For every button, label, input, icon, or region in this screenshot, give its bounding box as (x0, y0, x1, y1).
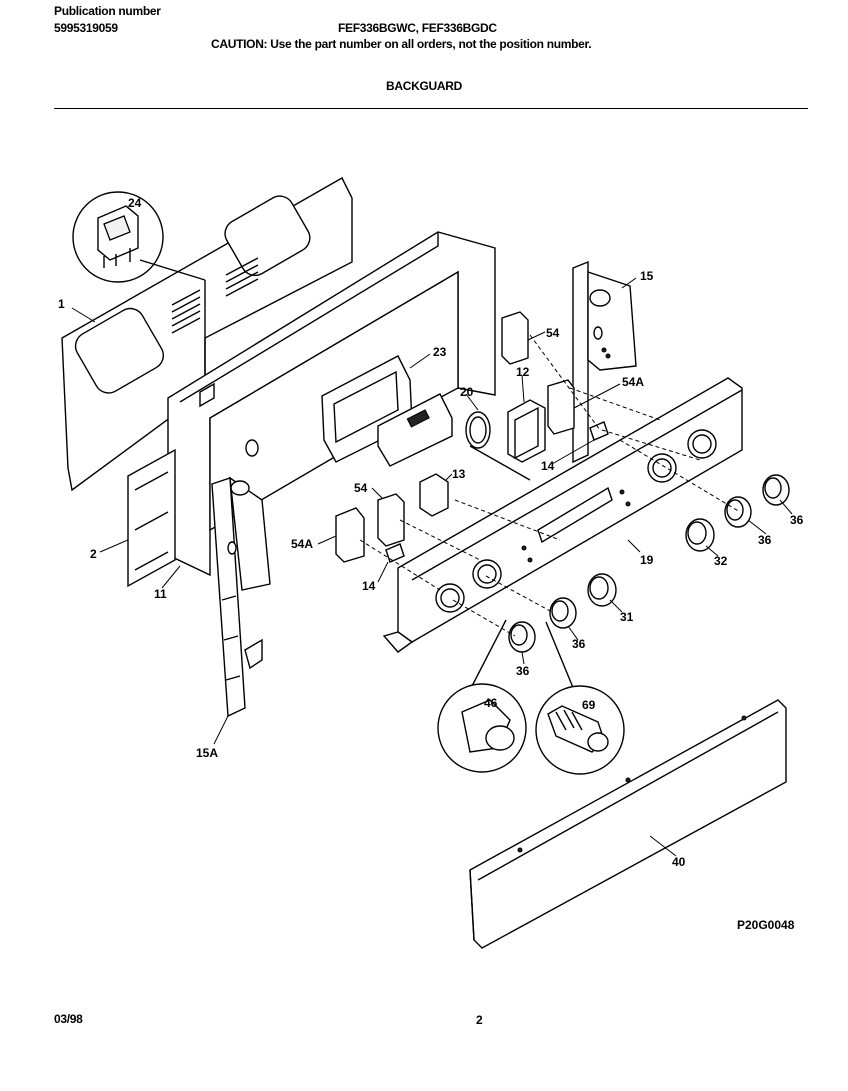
section-title: BACKGUARD (386, 79, 462, 93)
callout-69: 69 (582, 698, 596, 712)
callout-54A-upper: 54A (622, 375, 644, 389)
publication-number: 5995319059 (54, 21, 118, 35)
callout-1: 1 (58, 297, 65, 311)
callout-36-middle: 36 (572, 637, 586, 651)
callout-14-lower: 14 (362, 579, 376, 593)
knob-36-middle (549, 597, 577, 629)
callout-20: 20 (460, 385, 474, 399)
callout-54-lower: 54 (354, 481, 368, 495)
left-side-rail (211, 476, 271, 718)
knob-32 (685, 518, 715, 552)
knob-36-top-right (762, 474, 790, 506)
callout-15A: 15A (196, 746, 218, 760)
callout-23: 23 (433, 345, 447, 359)
publication-label: Publication number (54, 4, 161, 18)
callout-40: 40 (672, 855, 686, 869)
callout-24: 24 (128, 196, 142, 210)
switch-54A-lower (335, 507, 365, 563)
clock-timer (321, 355, 453, 467)
callout-13: 13 (452, 467, 466, 481)
alignment-lines (359, 334, 741, 637)
knob-31 (587, 573, 617, 607)
screw-detail (535, 621, 625, 775)
caution-note: CAUTION: Use the part number on all orde… (211, 37, 592, 51)
terminal-14-lower (385, 543, 405, 563)
front-trim (469, 699, 787, 949)
leader-lines (71, 277, 793, 857)
rear-panel (61, 177, 353, 492)
footer-date: 03/98 (54, 1012, 83, 1026)
callout-54A-lower: 54A (291, 537, 313, 551)
callout-2: 2 (90, 547, 97, 561)
callout-36-top-right: 36 (790, 513, 804, 527)
knob-36-lower (508, 621, 536, 653)
callout-32: 32 (714, 554, 728, 568)
drawing-code: P20G0048 (737, 918, 795, 932)
callout-11: 11 (154, 587, 167, 601)
callout-31: 31 (620, 610, 634, 624)
callout-54-upper: 54 (546, 326, 560, 340)
control-panel (382, 377, 743, 653)
page-number: 2 (476, 1013, 483, 1027)
switch-54-lower (377, 493, 405, 547)
terminal-14-upper (589, 421, 609, 441)
switch-13 (419, 473, 449, 517)
model-numbers: FEF336BGWC, FEF336BGDC (338, 21, 497, 35)
callout-12: 12 (516, 365, 530, 379)
knob-36-upper (724, 496, 752, 528)
callout-36-lower: 36 (516, 664, 530, 678)
callout-15: 15 (640, 269, 654, 283)
switch-54A-upper (547, 379, 575, 435)
left-bracket (127, 448, 176, 588)
wire-coil (465, 411, 531, 481)
header-rule (54, 108, 808, 109)
right-side-rail (572, 260, 637, 464)
knob-insert-detail (437, 619, 527, 773)
rocker-switch-detail (72, 191, 206, 283)
callout-labels: 24 1 15 54 23 12 54A 20 13 14 54 2 54A 1… (58, 196, 804, 932)
callout-19: 19 (640, 553, 654, 567)
callout-14-upper: 14 (541, 459, 555, 473)
switch-12 (507, 399, 546, 463)
callout-36-upper: 36 (758, 533, 772, 547)
callout-46: 46 (484, 696, 498, 710)
switch-54-upper (501, 311, 529, 365)
